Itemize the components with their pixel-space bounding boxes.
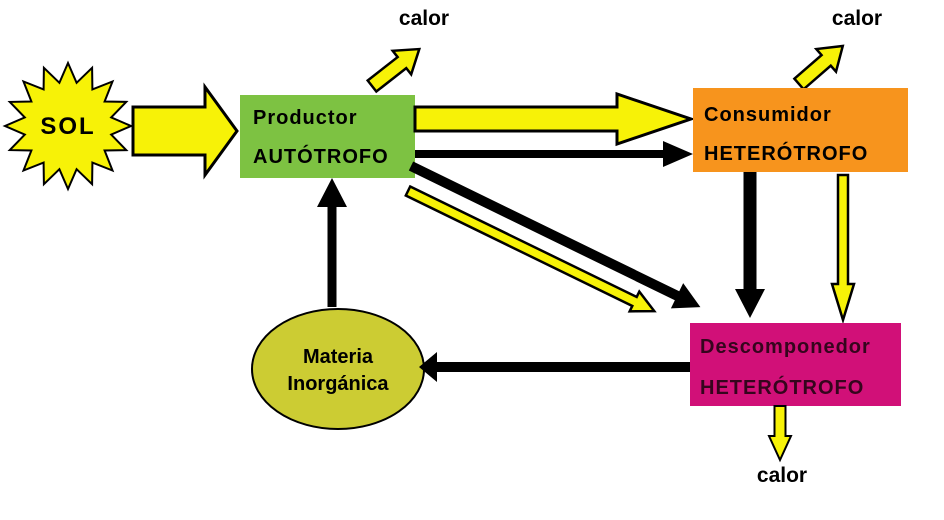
sun-star-icon — [2, 60, 134, 192]
heat-arrow-productor — [365, 47, 422, 94]
heat-label-descomponedor: calor — [757, 464, 807, 487]
energy-arrow-consumidor-to-descomponedor — [830, 173, 856, 325]
heat-label-consumidor: calor — [832, 7, 882, 30]
materia-inorganica-ellipse — [251, 308, 425, 430]
heat-arrow-consumidor — [792, 44, 845, 92]
descomponedor-box — [690, 323, 901, 406]
matter-arrow-descomponedor-to-materia — [419, 352, 690, 382]
energy-arrow-productor-to-descomponedor — [404, 184, 657, 313]
consumidor-title: Consumidor — [704, 104, 832, 126]
consumidor-box — [693, 88, 908, 172]
heat-arrow-descomponedor — [767, 405, 793, 463]
matter-arrow-consumidor-to-descomponedor — [735, 172, 765, 318]
productor-title: Productor — [253, 107, 358, 129]
matter-arrow-productor-to-descomponedor — [408, 161, 701, 309]
descomponedor-subtitle: HETERÓTROFO — [700, 375, 864, 399]
productor-subtitle: AUTÓTROFO — [253, 144, 389, 168]
heat-label-productor: calor — [399, 7, 449, 30]
matter-arrow-materia-to-productor — [317, 178, 347, 307]
matter-arrow-productor-to-consumidor — [415, 141, 693, 167]
energy-arrow-productor-to-consumidor — [413, 91, 696, 147]
materia-inorganica-line2: Inorgánica — [287, 373, 389, 395]
arrow-sol-to-productor — [131, 82, 239, 180]
productor-box — [240, 95, 415, 178]
descomponedor-title: Descomponedor — [700, 336, 871, 358]
consumidor-subtitle: HETERÓTROFO — [704, 141, 868, 165]
materia-inorganica-line1: Materia — [303, 346, 374, 368]
sun-label: SOL — [40, 113, 95, 140]
